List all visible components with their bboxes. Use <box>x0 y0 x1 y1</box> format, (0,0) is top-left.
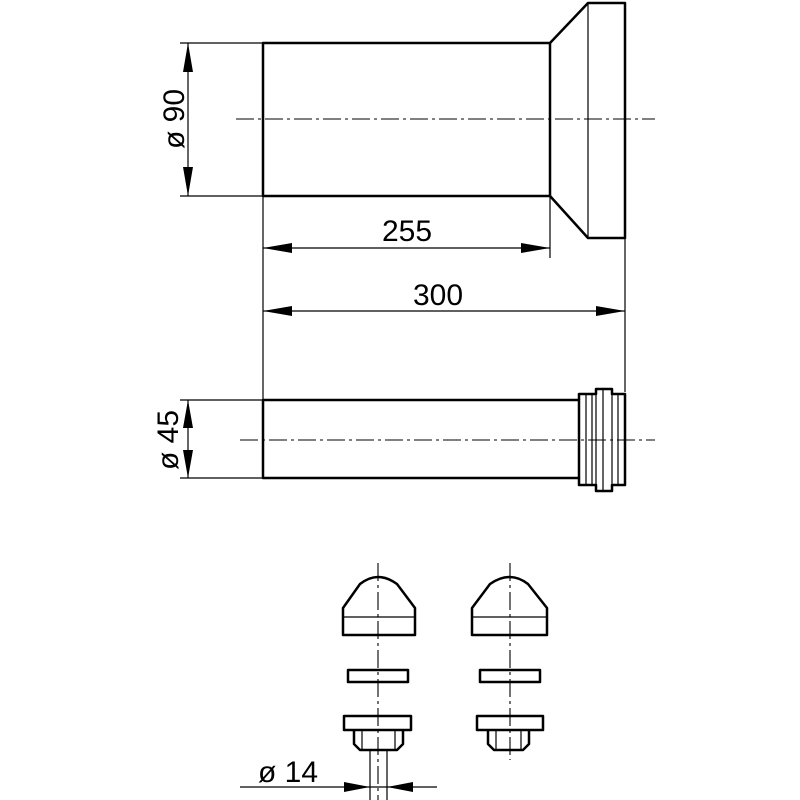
bolt-set-left <box>341 563 417 800</box>
large-pipe-diameter-label: ø 90 <box>158 89 191 149</box>
small-pipe-diameter-label: ø 45 <box>152 410 185 470</box>
small-pipe-diameter-dimension: ø 45 <box>152 399 263 479</box>
length-300-label: 300 <box>413 279 463 312</box>
length-300-dimension: 300 <box>263 279 625 316</box>
bolt-diameter-dimension: ø 14 <box>240 756 437 792</box>
length-255-label: 255 <box>382 215 432 248</box>
large-pipe <box>236 1 655 240</box>
large-pipe-diameter-dimension: ø 90 <box>158 42 263 197</box>
length-255-dimension: 255 <box>263 215 550 253</box>
bolt-set-right <box>470 563 549 760</box>
bolt-diameter-label: ø 14 <box>258 756 318 789</box>
small-pipe <box>240 387 655 493</box>
